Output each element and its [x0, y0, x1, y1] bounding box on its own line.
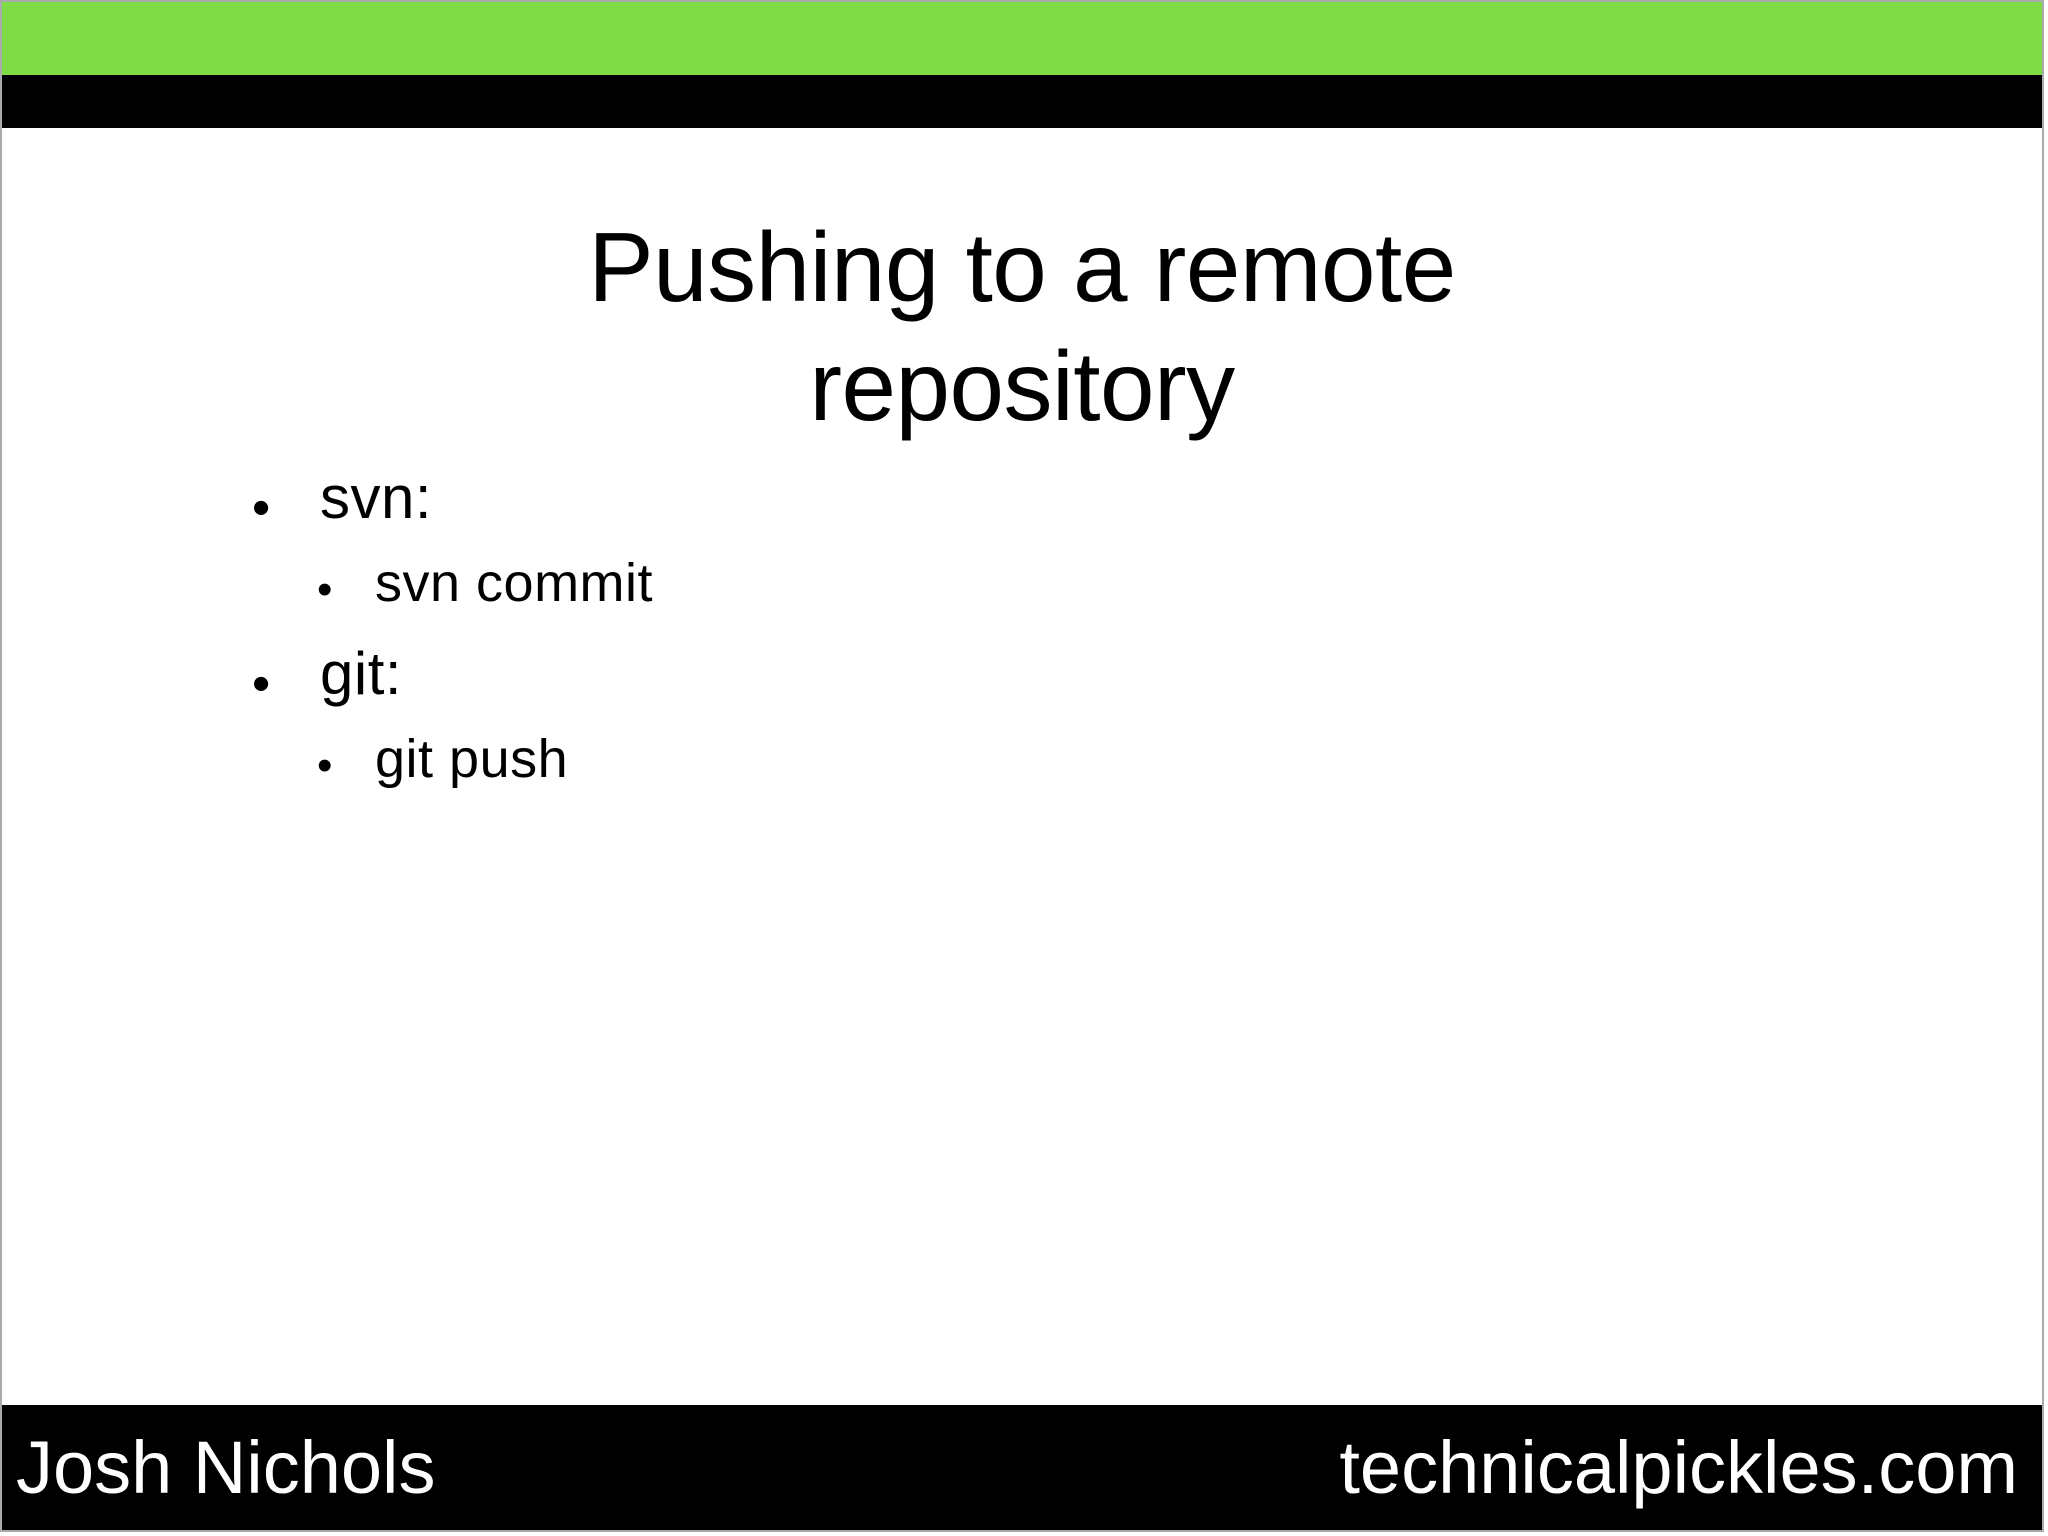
bullet-label: git:: [320, 640, 403, 707]
slide-title: Pushing to a remote repository: [588, 211, 1456, 442]
list-item: • git:: [2, 640, 2042, 713]
header-green-bar: [2, 2, 2042, 75]
bullet-label: svn:: [320, 464, 433, 531]
footer-website: technicalpickles.com: [1339, 1425, 2018, 1509]
list-item: • svn:: [2, 464, 2042, 537]
bullet-dot-icon: •: [317, 565, 333, 614]
bullet-dot-icon: •: [252, 479, 271, 537]
footer-author: Josh Nichols: [16, 1425, 436, 1509]
list-item: • svn commit: [2, 556, 2042, 612]
bullet-dot-icon: •: [317, 741, 333, 790]
list-item: • git push: [2, 732, 2042, 788]
slide-bullet-list: • svn: • svn commit • git: • git push: [2, 468, 2042, 820]
bullet-label: git push: [375, 729, 569, 789]
slide-footer: Josh Nichols technicalpickles.com: [2, 1405, 2042, 1530]
header-black-bar: [2, 75, 2042, 128]
bullet-label: svn commit: [375, 553, 654, 613]
bullet-dot-icon: •: [252, 655, 271, 713]
